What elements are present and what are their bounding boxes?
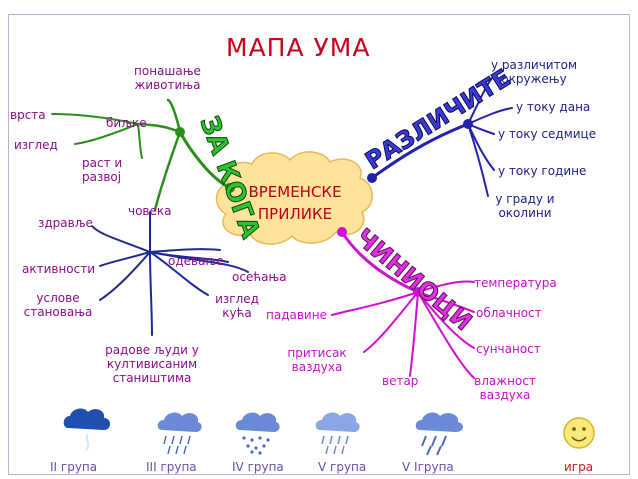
node-sun: сунчаност xyxy=(476,342,541,356)
node-growth1: раст и xyxy=(82,156,123,170)
node-work: радове људи у култивисаним стаништима xyxy=(94,343,210,385)
node-work-line3: стаништима xyxy=(112,371,192,385)
node-health: здравље xyxy=(38,216,93,230)
node-dot xyxy=(337,227,347,237)
node-environment: у различитом окружењу xyxy=(484,58,584,86)
snow-cloud-icon[interactable] xyxy=(232,408,282,456)
node-environment-line1: у различитом xyxy=(490,58,577,72)
node-dot xyxy=(175,127,185,137)
group-label-2[interactable]: II група xyxy=(50,460,98,474)
node-pressure-line2: ваздуха xyxy=(291,360,343,374)
node-environment-line2: окружењу xyxy=(501,72,567,86)
node-day: у току дана xyxy=(516,100,591,114)
node-species: врста xyxy=(10,108,46,122)
node-year: у току године xyxy=(498,164,587,178)
banner-elements: ЧИНИОЦИ xyxy=(350,223,477,336)
node-house: изглед кућа xyxy=(210,292,264,320)
node-animals-line1: понашање xyxy=(134,64,201,78)
node-city: у граду и околини xyxy=(488,192,562,220)
node-house-line1: изглед xyxy=(215,292,259,306)
node-dot xyxy=(367,173,377,183)
node-dot xyxy=(225,183,235,193)
node-humidity-line2: ваздуха xyxy=(479,388,531,402)
node-bilje: биљке xyxy=(106,116,147,130)
node-house-line2: кућа xyxy=(222,306,252,320)
rain-cloud-icon[interactable] xyxy=(312,408,362,456)
center-line1: ВРЕМЕНСКЕ xyxy=(248,183,342,201)
center-cloud xyxy=(215,151,373,245)
node-growth2: развој xyxy=(82,170,122,184)
storm-cloud-icon[interactable] xyxy=(58,404,116,458)
node-work-line2: култивисаним xyxy=(106,357,198,371)
slide-frame xyxy=(8,14,630,475)
center-topic: ВРЕМЕНСКЕ ПРИЛИКЕ xyxy=(236,181,354,225)
node-week: у току седмице xyxy=(498,127,597,141)
node-work-line1: радове људи у xyxy=(105,343,199,357)
game-label[interactable]: игра xyxy=(564,460,594,474)
group-label-5[interactable]: V група xyxy=(318,460,367,474)
node-living-line1: услове xyxy=(36,291,80,305)
node-pressure: притисак ваздуха xyxy=(282,346,352,374)
group-label-6[interactable]: V Iгрупа xyxy=(402,460,454,474)
elements-branch xyxy=(331,230,475,379)
node-activities: активности xyxy=(22,262,96,276)
node-animals-line2: животиња xyxy=(134,78,201,92)
smiley-icon[interactable] xyxy=(562,416,596,450)
group-label-3[interactable]: III група xyxy=(146,460,197,474)
group-label-4[interactable]: IV група xyxy=(232,460,284,474)
node-animals: понашање животиња xyxy=(134,64,201,92)
node-clouds: облачност xyxy=(476,306,542,320)
node-dot xyxy=(463,119,473,129)
node-clothing: одевање xyxy=(168,254,224,268)
node-feelings: осећања xyxy=(232,270,287,284)
center-line2: ПРИЛИКЕ xyxy=(257,205,333,223)
node-city-line1: у граду и xyxy=(495,192,555,206)
page-title: МАПА УМА xyxy=(226,33,371,62)
node-city-line2: околини xyxy=(498,206,552,220)
node-dot xyxy=(413,287,423,297)
heavy-rain-cloud-icon[interactable] xyxy=(412,408,466,456)
node-people: човека xyxy=(128,204,172,218)
people-branch xyxy=(91,211,249,336)
rain-cloud-icon[interactable] xyxy=(154,408,204,456)
node-pressure-line1: притисак xyxy=(287,346,347,360)
node-appearance: изглед xyxy=(14,138,58,152)
node-humidity-line1: влажност xyxy=(474,374,536,388)
node-living-line2: становања xyxy=(23,305,93,319)
node-wind: ветар xyxy=(382,374,419,388)
node-temperature: температура xyxy=(474,276,557,290)
node-humidity: влажност ваздуха xyxy=(470,374,540,402)
node-precipitation: падавине xyxy=(266,308,327,322)
node-living: услове становања xyxy=(18,291,98,319)
